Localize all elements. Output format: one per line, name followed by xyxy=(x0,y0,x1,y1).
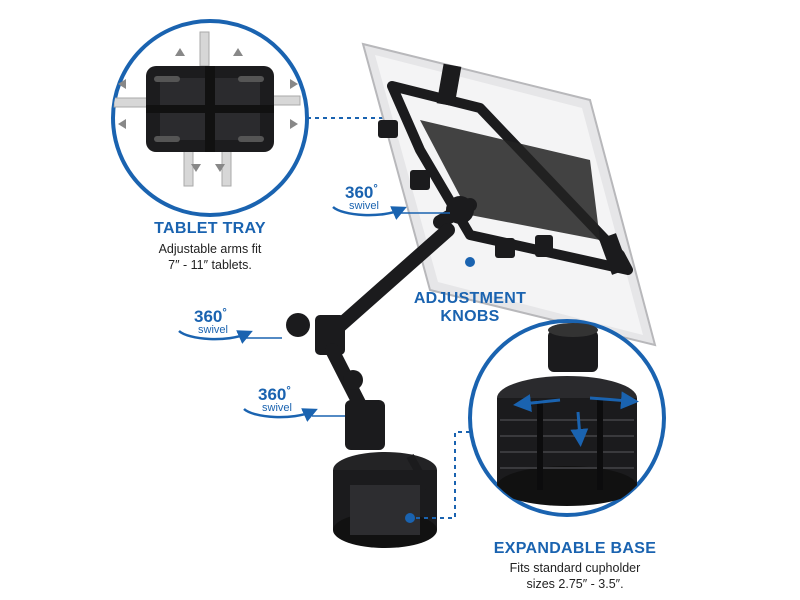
tablet-tray-detail-circle xyxy=(111,19,309,217)
swivel-arc-3 xyxy=(243,408,318,422)
cupholder-base xyxy=(333,452,437,548)
adjustment-knobs-line-1: ADJUSTMENT xyxy=(413,290,527,307)
base-connector-line xyxy=(410,431,470,519)
swivel-badge-degree: ° xyxy=(373,183,378,195)
swivel-badge-2: 360° swivel xyxy=(194,307,254,336)
expandable-base-line-2: sizes 2.75″ - 3.5″. xyxy=(526,577,624,591)
adjustment-knobs-line-2: KNOBS xyxy=(440,308,500,325)
adjustment-knobs xyxy=(378,120,553,258)
swivel-badge-label: swivel xyxy=(349,200,379,212)
tablet-tray-line-1: Adjustable arms fit xyxy=(158,242,262,256)
swivel-badge-number: 360 xyxy=(345,183,374,202)
tablet-tray-line-2: 7″ - 11″ tablets. xyxy=(168,258,252,272)
swivel-arc-2 xyxy=(178,330,253,344)
tablet-holder-frame xyxy=(387,63,633,275)
swivel-badge-3: 360° swivel xyxy=(258,385,318,414)
swivel-badge-degree: ° xyxy=(286,385,291,397)
tablet-tray-callout: TABLET TRAY Adjustable arms fit 7″ - 11″… xyxy=(120,220,300,273)
swivel-badge-degree: ° xyxy=(222,307,227,319)
swivel-badge-label: swivel xyxy=(262,402,292,414)
tablet-tray-title: TABLET TRAY xyxy=(154,220,266,237)
swivel-badge-1: 360° swivel xyxy=(345,183,405,212)
mount-arm xyxy=(286,196,477,450)
swivel-arc-1 xyxy=(332,206,407,220)
adjustment-knobs-callout: ADJUSTMENT KNOBS xyxy=(400,290,540,326)
expandable-base-callout: EXPANDABLE BASE Fits standard cupholder … xyxy=(475,540,675,592)
expandable-base-detail-circle xyxy=(468,319,666,517)
swivel-badge-number: 360 xyxy=(258,385,287,404)
swivel-badge-number: 360 xyxy=(194,307,223,326)
swivel-badge-label: swivel xyxy=(198,324,228,336)
expandable-base-title: EXPANDABLE BASE xyxy=(493,540,657,557)
expandable-base-line-1: Fits standard cupholder xyxy=(509,561,641,575)
